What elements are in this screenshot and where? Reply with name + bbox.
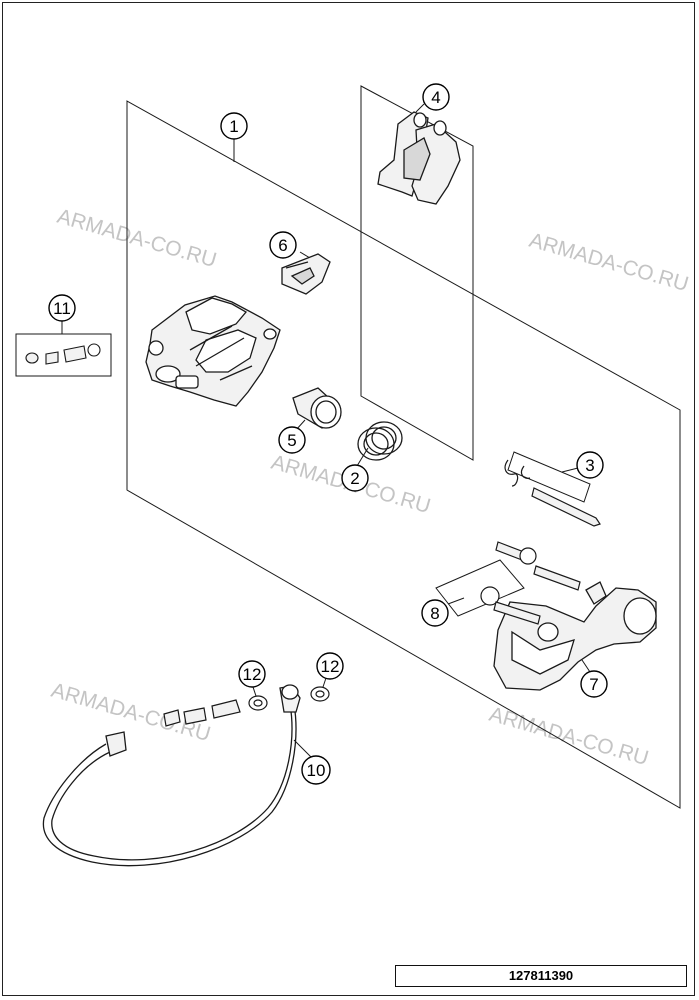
bolt-kit-outline (435, 559, 525, 617)
brake-pads (377, 111, 461, 205)
callout-6: 6 (269, 231, 297, 259)
bleeder-kit-outline (15, 333, 112, 377)
callout-number: 11 (53, 299, 71, 318)
callout-number: 1 (229, 117, 238, 136)
pad-spring (281, 253, 331, 295)
callout-3: 3 (576, 451, 604, 479)
caliper-body (145, 295, 281, 407)
callout-12-left: 12 (238, 660, 266, 688)
brake-hose (42, 684, 301, 867)
callout-number: 4 (431, 88, 440, 107)
callout-7: 7 (580, 670, 608, 698)
callout-4: 4 (422, 83, 450, 111)
callout-number: 12 (321, 657, 340, 676)
callout-5: 5 (278, 426, 306, 454)
caliper-support-bracket (493, 581, 657, 691)
watermark: ARMADA-CO.RU (527, 229, 691, 296)
callout-number: 6 (278, 236, 287, 255)
callouts: 1 2 3 4 5 6 7 8 (48, 83, 608, 785)
piston-seal-rings (357, 421, 403, 461)
bleeder-screw-kit (25, 343, 101, 365)
callout-1: 1 (220, 112, 248, 140)
callout-number: 10 (307, 761, 326, 780)
callout-12-right: 12 (316, 652, 344, 680)
callout-number: 2 (350, 469, 359, 488)
pad-pin-with-clips (504, 459, 601, 527)
callout-10: 10 (301, 755, 331, 785)
callout-number: 7 (589, 675, 598, 694)
piston (292, 387, 342, 429)
callout-number: 12 (243, 665, 262, 684)
callout-number: 8 (430, 604, 439, 623)
banjo-bolt-and-washers (163, 686, 330, 727)
watermark: ARMADA-CO.RU (487, 703, 651, 770)
caliper-kit-outline (126, 100, 681, 809)
pin-kit-outline (507, 451, 591, 503)
watermark: ARMADA-CO.RU (55, 205, 219, 272)
callout-11: 11 (48, 294, 76, 322)
callout-2: 2 (341, 464, 369, 492)
callout-number: 5 (287, 431, 296, 450)
diagram-part-number: 127811390 (395, 965, 687, 987)
guide-pins (480, 541, 581, 625)
callout-number: 3 (585, 456, 594, 475)
callout-8: 8 (421, 599, 449, 627)
